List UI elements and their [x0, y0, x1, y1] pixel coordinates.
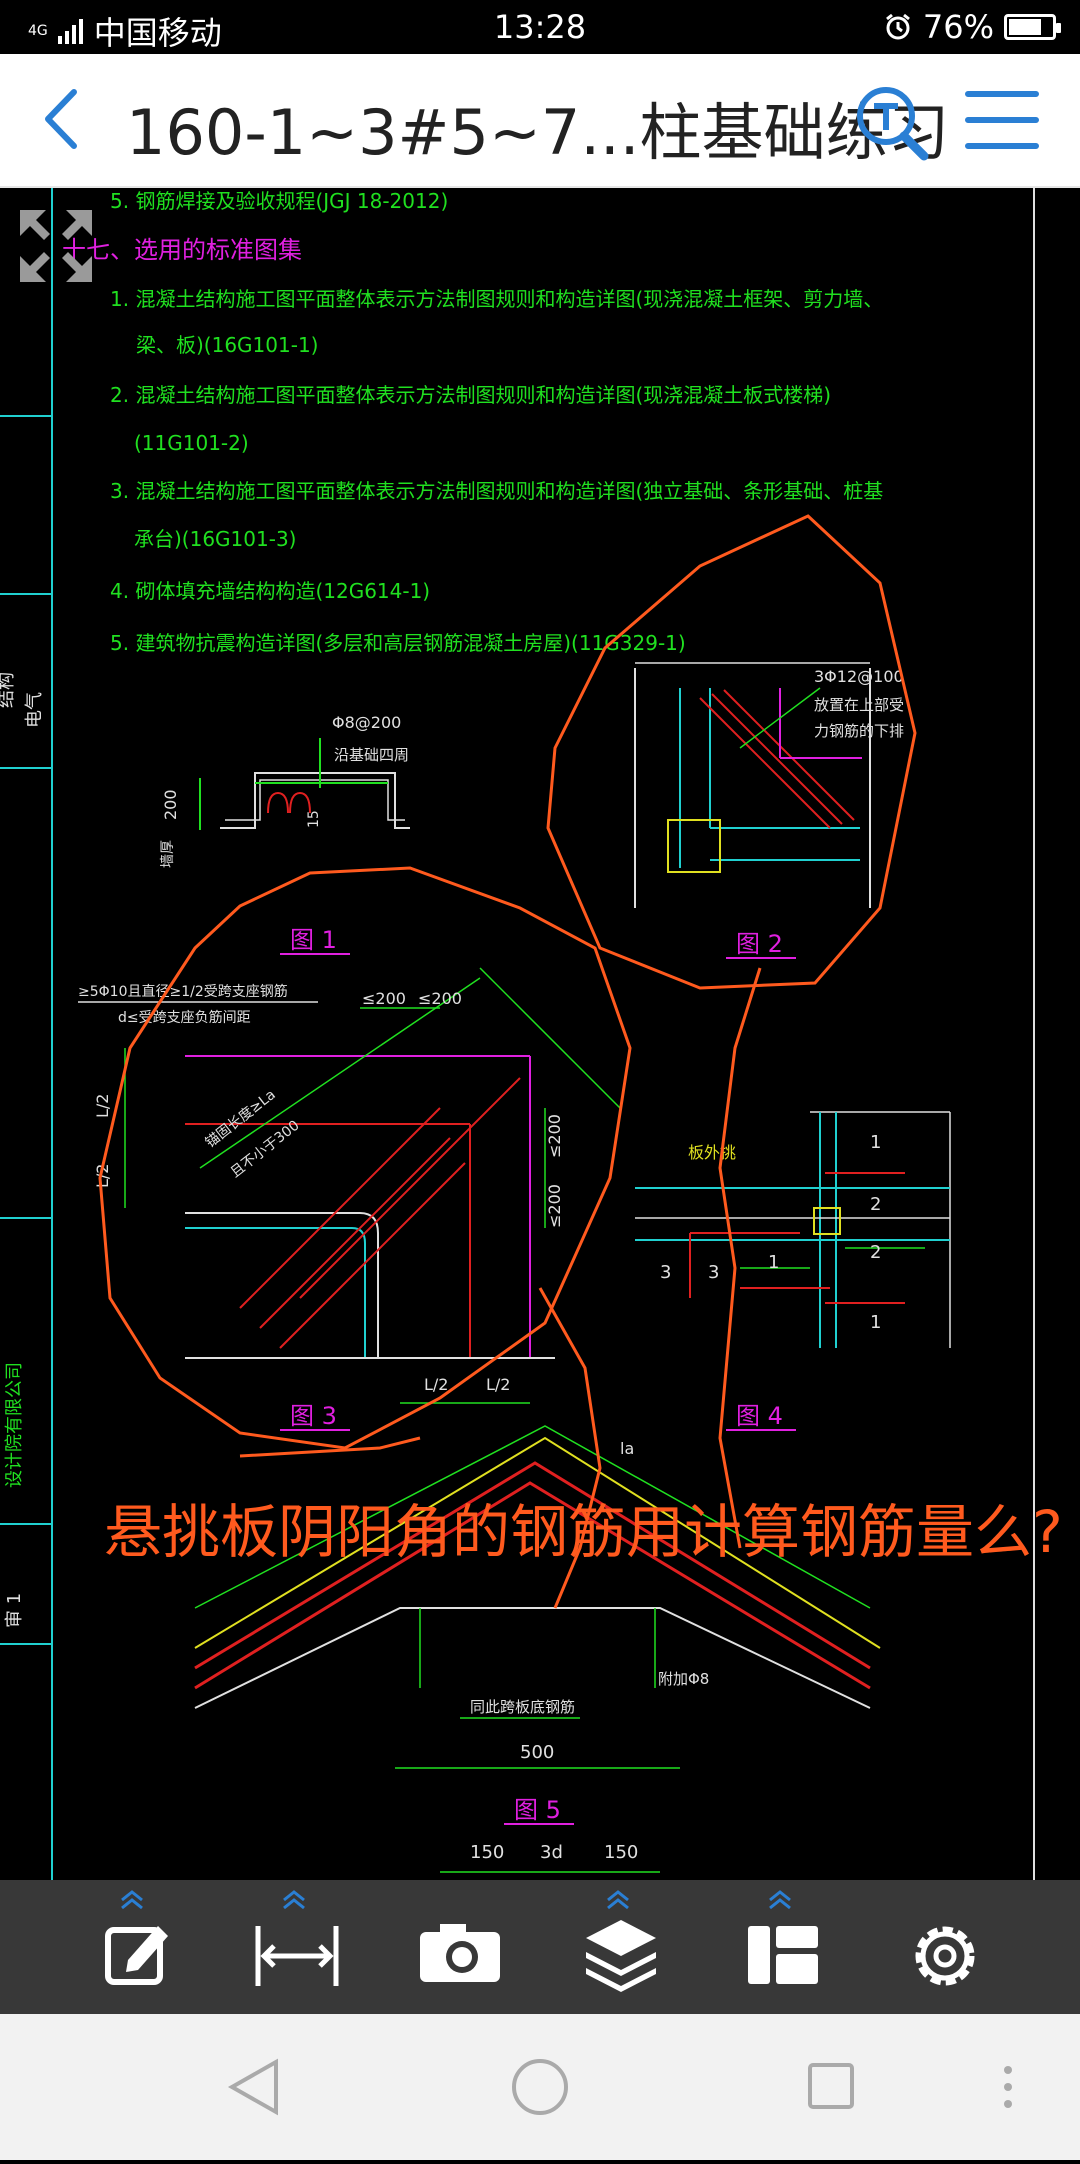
fig3-l2d: L/2 — [486, 1375, 510, 1394]
fig1-rebar: Φ8@200 — [332, 713, 401, 732]
side-label-company: 设计院有限公司 — [4, 1362, 25, 1488]
fig4-n1: 1 — [870, 1132, 881, 1153]
figure-1: Φ8@200 沿基础四周 200 15 墙厚 图 1 — [160, 713, 410, 955]
fig3-dim2: ≤200 — [418, 989, 462, 1008]
standard-item: 3. 混凝土结构施工图平面整体表示方法制图规则和构造详图(独立基础、条形基础、桩… — [110, 479, 883, 503]
side-label-audit: 审 1 — [4, 1593, 25, 1628]
fig2-note2: 力钢筋的下排 — [814, 722, 904, 740]
layers-icon — [586, 1920, 656, 1992]
bottom-toolbar — [0, 1880, 1080, 2014]
standard-item: 5. 建筑物抗震构造详图(多层和高层钢筋混凝土房屋)(11G329-1) — [110, 631, 686, 655]
fig2-rebar: 3Φ12@100 — [814, 667, 904, 686]
fig3-dim1: ≤200 — [362, 989, 406, 1008]
standard-item: (11G101-2) — [134, 431, 249, 455]
standard-item: 4. 砌体填充墙结构构造(12G614-1) — [110, 579, 430, 603]
standard-item: 2. 混凝土结构施工图平面整体表示方法制图规则和构造详图(现浇混凝土板式楼梯) — [110, 383, 831, 407]
measure-tool[interactable] — [242, 1880, 352, 2014]
fig5-dim-a: 150 — [470, 1842, 504, 1863]
fig1-note: 沿基础四周 — [334, 746, 409, 764]
battery-icon — [1004, 14, 1061, 40]
fig5-dim-b: 3d — [540, 1842, 563, 1863]
chevron-up-icon — [769, 1890, 791, 1910]
figure-2: 3Φ12@100 放置在上部受 力钢筋的下排 图 2 — [634, 662, 904, 959]
section-title: 十七、选用的标准图集 — [62, 236, 302, 264]
fig2-label: 图 2 — [736, 930, 783, 958]
fig5-bar: 附加Φ8 — [658, 1670, 709, 1688]
nav-back-icon[interactable] — [227, 2058, 278, 2116]
fig3-note2: d≤受跨支座负筋间距 — [118, 1009, 251, 1026]
back-arrow-icon[interactable] — [34, 84, 90, 154]
side-label-electric: 电气 — [24, 692, 45, 728]
nav-home-icon[interactable] — [512, 2059, 568, 2115]
fig4-label: 图 4 — [736, 1402, 783, 1430]
fig3-dim3: ≤200 — [545, 1114, 564, 1158]
settings-tool[interactable] — [890, 1880, 1000, 2014]
fig4-n6: 3 — [660, 1262, 671, 1283]
chevron-up-icon — [283, 1890, 305, 1910]
menu-icon[interactable] — [964, 88, 1040, 152]
status-right: 76% — [883, 8, 1061, 46]
app-header: 160-1~3#5~7...柱基础练习 — [0, 54, 1080, 188]
status-bar: 4G 中国移动 13:28 76% — [0, 0, 1080, 54]
fig3-l2c: L/2 — [424, 1375, 448, 1394]
fig5-label: 图 5 — [514, 1796, 561, 1824]
fig4-n3: 2 — [870, 1242, 881, 1263]
standard-item: 梁、板)(16G101-1) — [136, 333, 318, 357]
gear-icon — [915, 1926, 975, 1986]
cad-drawing: 结构 电气 设计院有限公司 审 1 5. 钢筋焊接及验收规程(JGJ 18-20… — [0, 188, 1063, 1880]
carrier-name: 中国移动 — [93, 14, 222, 52]
network-type: 4G — [28, 23, 48, 39]
fig3-dim4: ≤200 — [545, 1184, 564, 1228]
layout-icon — [748, 1926, 818, 1984]
standard-item: 1. 混凝土结构施工图平面整体表示方法制图规则和构造详图(现浇混凝土框架、剪力墙… — [110, 287, 883, 311]
fig3-label: 图 3 — [290, 1402, 337, 1430]
fig2-note1: 放置在上部受 — [814, 696, 904, 714]
markup-strokes — [98, 514, 917, 1609]
nav-more-icon[interactable] — [1004, 2066, 1012, 2108]
fig3-l2b: L/2 — [93, 1164, 112, 1188]
fig3-l2a: L/2 — [93, 1094, 112, 1118]
cad-drawing-canvas[interactable]: 结构 电气 设计院有限公司 审 1 5. 钢筋焊接及验收规程(JGJ 18-20… — [0, 188, 1080, 1880]
fig4-n5: 1 — [768, 1252, 779, 1273]
fig4-n2: 2 — [870, 1194, 881, 1215]
page-title: 160-1~3#5~7...柱基础练习 — [126, 96, 950, 169]
fig1-dim-left: 200 — [161, 789, 180, 820]
status-time: 13:28 — [493, 8, 587, 46]
fig3-note1: ≥5Φ10且直径≥1/2受跨支座钢筋 — [78, 983, 288, 1000]
camera-tool[interactable] — [404, 1880, 514, 2014]
chevron-up-icon — [121, 1890, 143, 1910]
layers-tool[interactable] — [566, 1880, 676, 2014]
edit-icon — [105, 1926, 168, 1985]
system-nav-bar — [0, 2014, 1080, 2160]
fullscreen-icon[interactable] — [16, 206, 96, 286]
markup-question: 悬挑板阴阳角的钢筋用计算钢筋量么? — [104, 1498, 1063, 1566]
side-label-structure: 结构 — [0, 672, 17, 708]
fig4-n4: 1 — [870, 1312, 881, 1333]
nav-recents-icon[interactable] — [808, 2063, 854, 2109]
battery-percent: 76% — [922, 8, 994, 46]
camera-icon — [420, 1924, 500, 1982]
fig1-dim-inner: 15 — [306, 810, 322, 828]
figure-5: la 附加Φ8 同此跨板底钢筋 500 图 5 150 3d 150 — [194, 1425, 881, 1873]
layout-tool[interactable] — [728, 1880, 838, 2014]
fig5-dim: 500 — [520, 1742, 554, 1763]
alarm-icon — [885, 13, 910, 40]
spec-line: 5. 钢筋焊接及验收规程(JGJ 18-2012) — [110, 189, 448, 213]
fig5-dim-c: 150 — [604, 1842, 638, 1863]
text-search-icon[interactable] — [854, 84, 930, 161]
fig5-la: la — [620, 1439, 634, 1458]
status-left: 4G 中国移动 — [28, 8, 222, 54]
fig4-n7: 3 — [708, 1262, 719, 1283]
measure-icon — [255, 1926, 339, 1986]
standard-item: 承台)(16G101-3) — [134, 527, 296, 551]
edit-tool[interactable] — [80, 1880, 190, 2014]
figure-4: 板外挑 1 2 2 1 1 3 3 图 4 — [635, 1111, 951, 1431]
fig5-note: 同此跨板底钢筋 — [470, 1698, 575, 1716]
fig1-side-note: 墙厚 — [160, 840, 176, 868]
chevron-up-icon — [607, 1890, 629, 1910]
fig4-note: 板外挑 — [688, 1143, 736, 1162]
signal-icon — [57, 19, 83, 44]
figure-3: ≥5Φ10且直径≥1/2受跨支座钢筋 d≤受跨支座负筋间距 ≤200 ≤200 … — [78, 967, 621, 1431]
fig1-label: 图 1 — [290, 926, 337, 954]
